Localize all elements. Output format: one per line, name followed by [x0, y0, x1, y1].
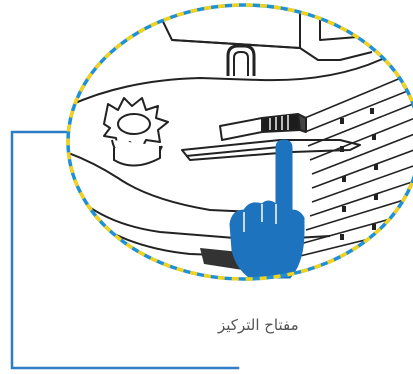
- focus-switch-label: مفتاح التركيز: [218, 316, 378, 334]
- focus-ring-icon: [104, 98, 168, 166]
